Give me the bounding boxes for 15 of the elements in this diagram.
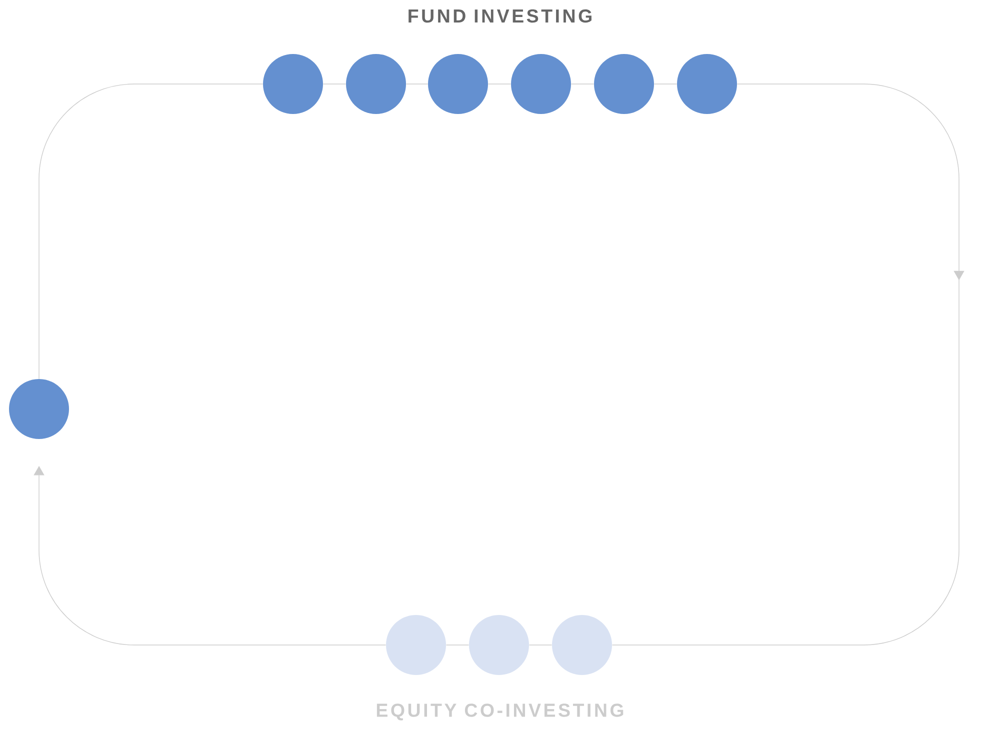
circle-node	[346, 54, 406, 114]
circle-node	[552, 615, 612, 675]
circle-node	[9, 379, 69, 439]
circle-node	[428, 54, 488, 114]
circle-node	[594, 54, 654, 114]
circle-node	[386, 615, 446, 675]
section-heading: FUND INVESTING	[408, 9, 592, 23]
arrow	[612, 84, 964, 646]
connector-line	[528, 644, 552, 646]
circle-node	[677, 54, 737, 114]
circle-node	[511, 54, 571, 114]
circle-node	[469, 615, 529, 675]
circle-node	[263, 54, 323, 114]
connector-line	[446, 644, 470, 646]
connector-line	[38, 84, 264, 380]
